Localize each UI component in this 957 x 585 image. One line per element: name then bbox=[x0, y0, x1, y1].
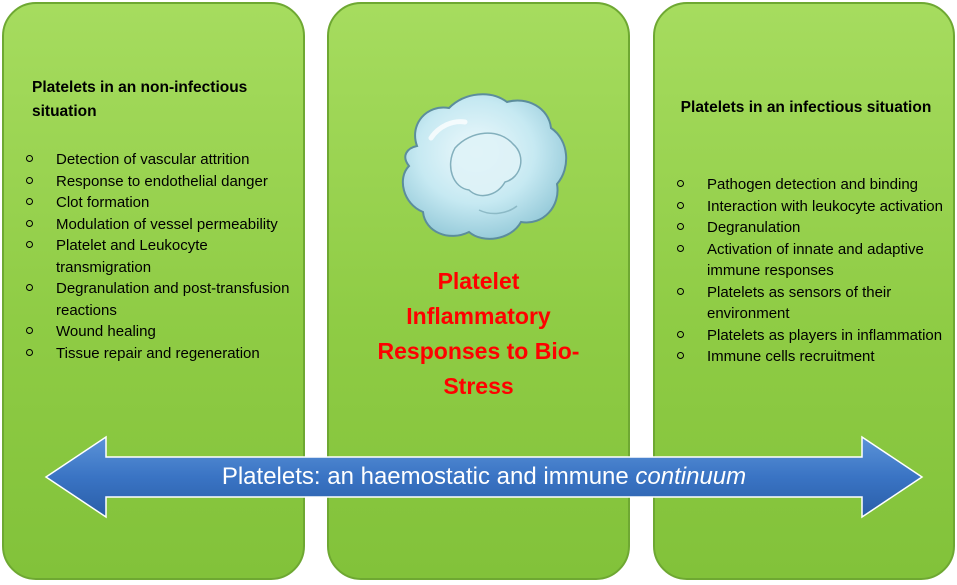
list-item: Interaction with leukocyte activation bbox=[677, 196, 955, 218]
right-panel-heading: Platelets in an infectious situation bbox=[680, 99, 932, 116]
left-panel-list: Detection of vascular attrition Response… bbox=[26, 149, 304, 364]
bullet-icon bbox=[677, 330, 684, 338]
list-item: Activation of innate and adaptive immune… bbox=[677, 239, 955, 282]
list-item: Pathogen detection and binding bbox=[677, 174, 955, 196]
list-item: Platelets as sensors of their environmen… bbox=[677, 282, 955, 325]
bullet-icon bbox=[26, 219, 33, 227]
list-item: Detection of vascular attrition bbox=[26, 149, 304, 171]
list-item: Response to endothelial danger bbox=[26, 171, 304, 193]
list-item: Immune cells recruitment bbox=[677, 346, 955, 368]
list-item: Tissue repair and regeneration bbox=[26, 343, 304, 365]
bullet-icon bbox=[677, 201, 684, 209]
bullet-icon bbox=[26, 284, 33, 291]
double-arrow-icon bbox=[44, 435, 924, 519]
bullet-icon bbox=[26, 241, 33, 248]
list-item: Modulation of vessel permeability bbox=[26, 214, 304, 236]
left-panel-heading: Platelets in an non-infectious situation bbox=[32, 79, 248, 120]
right-panel-list: Pathogen detection and binding Interacti… bbox=[677, 174, 955, 368]
bullet-icon bbox=[677, 244, 684, 252]
platelet-cell-icon bbox=[401, 93, 568, 240]
bullet-icon bbox=[677, 223, 684, 230]
bullet-icon bbox=[26, 176, 33, 184]
list-item: Wound healing bbox=[26, 321, 304, 343]
list-item: Degranulation and post-transfusion react… bbox=[26, 278, 304, 321]
bullet-icon bbox=[26, 348, 33, 356]
center-title: Platelet Inflammatory Responses to Bio- … bbox=[377, 268, 580, 399]
bullet-icon bbox=[26, 198, 33, 205]
list-item: Platelets as players in inflammation bbox=[677, 325, 955, 347]
arrow-label: Platelets: an haemostatic and immune con… bbox=[221, 463, 747, 490]
bullet-icon bbox=[26, 155, 33, 162]
bullet-icon bbox=[26, 327, 33, 334]
list-item: Degranulation bbox=[677, 217, 955, 239]
list-item: Clot formation bbox=[26, 192, 304, 214]
bullet-icon bbox=[677, 287, 684, 295]
bullet-icon bbox=[677, 352, 684, 359]
bullet-icon bbox=[677, 180, 684, 187]
list-item: Platelet and Leukocyte transmigration bbox=[26, 235, 304, 278]
